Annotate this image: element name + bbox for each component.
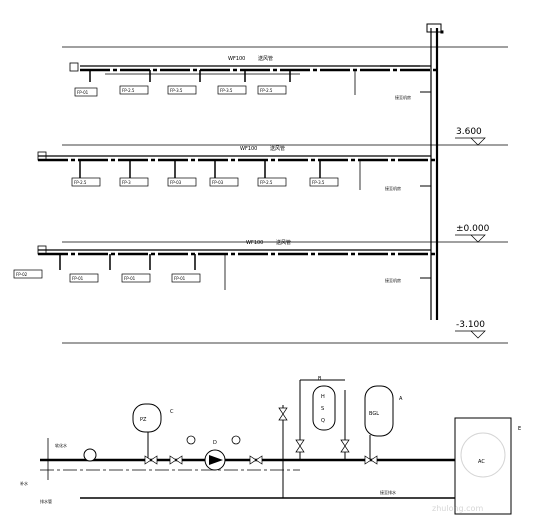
floor-2-unit-labels: FP-2.5 FP-3 FP-03 FP-03 FP-2.5 FP-3.5 WF… — [74, 145, 401, 191]
hsq-tag: B — [318, 376, 322, 382]
pz-tank: PZ C — [132, 403, 174, 433]
floor-3-unit-3: FP-01 — [124, 276, 136, 281]
floor-3-unit-4: FP-01 — [174, 276, 186, 281]
floor-2-unit-6: FP-3.5 — [312, 180, 325, 185]
floor-3-riser-label: 接至机房 — [385, 277, 401, 283]
floor-2-pipe-note: 送风管 — [270, 145, 285, 152]
valves — [144, 407, 378, 465]
floor-1-units — [74, 85, 287, 97]
floor-2-unit-2: FP-3 — [122, 180, 131, 185]
floor-1-riser-label: 接至机房 — [395, 94, 411, 100]
floor-2-riser-label: 接至机房 — [385, 185, 401, 191]
floor-1-main-label: WF100 — [228, 56, 245, 62]
floor-3-unit-2: FP-01 — [72, 276, 84, 281]
floor-1-unit-2: FP-2.5 — [122, 88, 135, 93]
hsq-letter-q: Q — [321, 418, 325, 424]
floor-2-unit-4: FP-03 — [212, 180, 224, 185]
floor-1-unit-1: FP-01 — [77, 90, 89, 95]
floor-2-main-label: WF100 — [240, 146, 257, 152]
bgl-tag: A — [399, 396, 403, 402]
floor-3-level-mark: -3.100 — [62, 320, 508, 344]
floor-1-level-mark: 3.600 — [62, 127, 508, 146]
bgl-label: BGL — [369, 411, 379, 417]
floor-1-unit-labels: FP-01 FP-2.5 FP-3.5 FP-3.5 FP-2.5 WF100 … — [77, 55, 411, 100]
floor-2-unit-3: FP-03 — [170, 180, 182, 185]
svg-text:■: ■ — [440, 29, 444, 34]
floor-1-pipe-note: 送风管 — [258, 55, 273, 62]
floor-2-unit-5: FP-2.5 — [260, 180, 273, 185]
ac-unit: AC E — [454, 417, 521, 515]
floor-2-piping — [37, 151, 437, 190]
floor-1-unit-5: FP-2.5 — [260, 88, 273, 93]
floor-3-piping — [37, 245, 437, 290]
makeup-label: 软化水 — [55, 442, 67, 448]
hsq-letter-h: H — [321, 394, 325, 400]
watermark-text: zhulong.com — [432, 504, 483, 513]
plant-notes: 排水管 接至排水 — [40, 489, 396, 504]
floor-3-units — [13, 269, 201, 283]
floor-1-unit-3: FP-3.5 — [170, 88, 183, 93]
floor-1-level: 3.600 — [456, 127, 482, 137]
floor-3-main-label: WF100 — [246, 240, 263, 246]
drain-label: 排水管 — [40, 498, 52, 504]
main-riser: ■ — [426, 23, 444, 320]
pump-tag: D — [213, 440, 217, 446]
circulation-pump: D — [186, 435, 241, 471]
pz-tank-tag: C — [170, 409, 174, 415]
floor-1-unit-4: FP-3.5 — [220, 88, 233, 93]
plant-piping — [40, 379, 455, 499]
floor-2-unit-1: FP-2.5 — [74, 180, 87, 185]
hsq-vessel: H S Q B — [312, 376, 336, 431]
watermark: zhulong.com — [432, 432, 506, 513]
floor-2-level: ±0.000 — [456, 224, 490, 234]
floor-3-unit-labels: FP-02 FP-01 FP-01 FP-01 WF100 送风管 接至机房 — [16, 239, 401, 283]
floor-3-unit-1: FP-02 — [16, 272, 28, 277]
left-note: 补水 — [20, 480, 28, 486]
floor-2-level-mark: ±0.000 — [62, 224, 508, 243]
floor-3-pipe-note: 送风管 — [276, 239, 291, 246]
hsq-letter-s: S — [321, 406, 324, 412]
ac-unit-label: AC — [478, 459, 485, 465]
bgl-vessel: BGL A — [364, 385, 403, 437]
floor-3-level: -3.100 — [456, 320, 485, 330]
pz-tank-label: PZ — [140, 417, 147, 423]
ac-unit-tag: E — [518, 426, 521, 432]
makeup-pump: 软化水 补水 — [20, 442, 97, 486]
bottom-note: 接至排水 — [380, 489, 396, 495]
floor-1-piping — [62, 46, 508, 95]
floor-2-units — [71, 177, 339, 187]
